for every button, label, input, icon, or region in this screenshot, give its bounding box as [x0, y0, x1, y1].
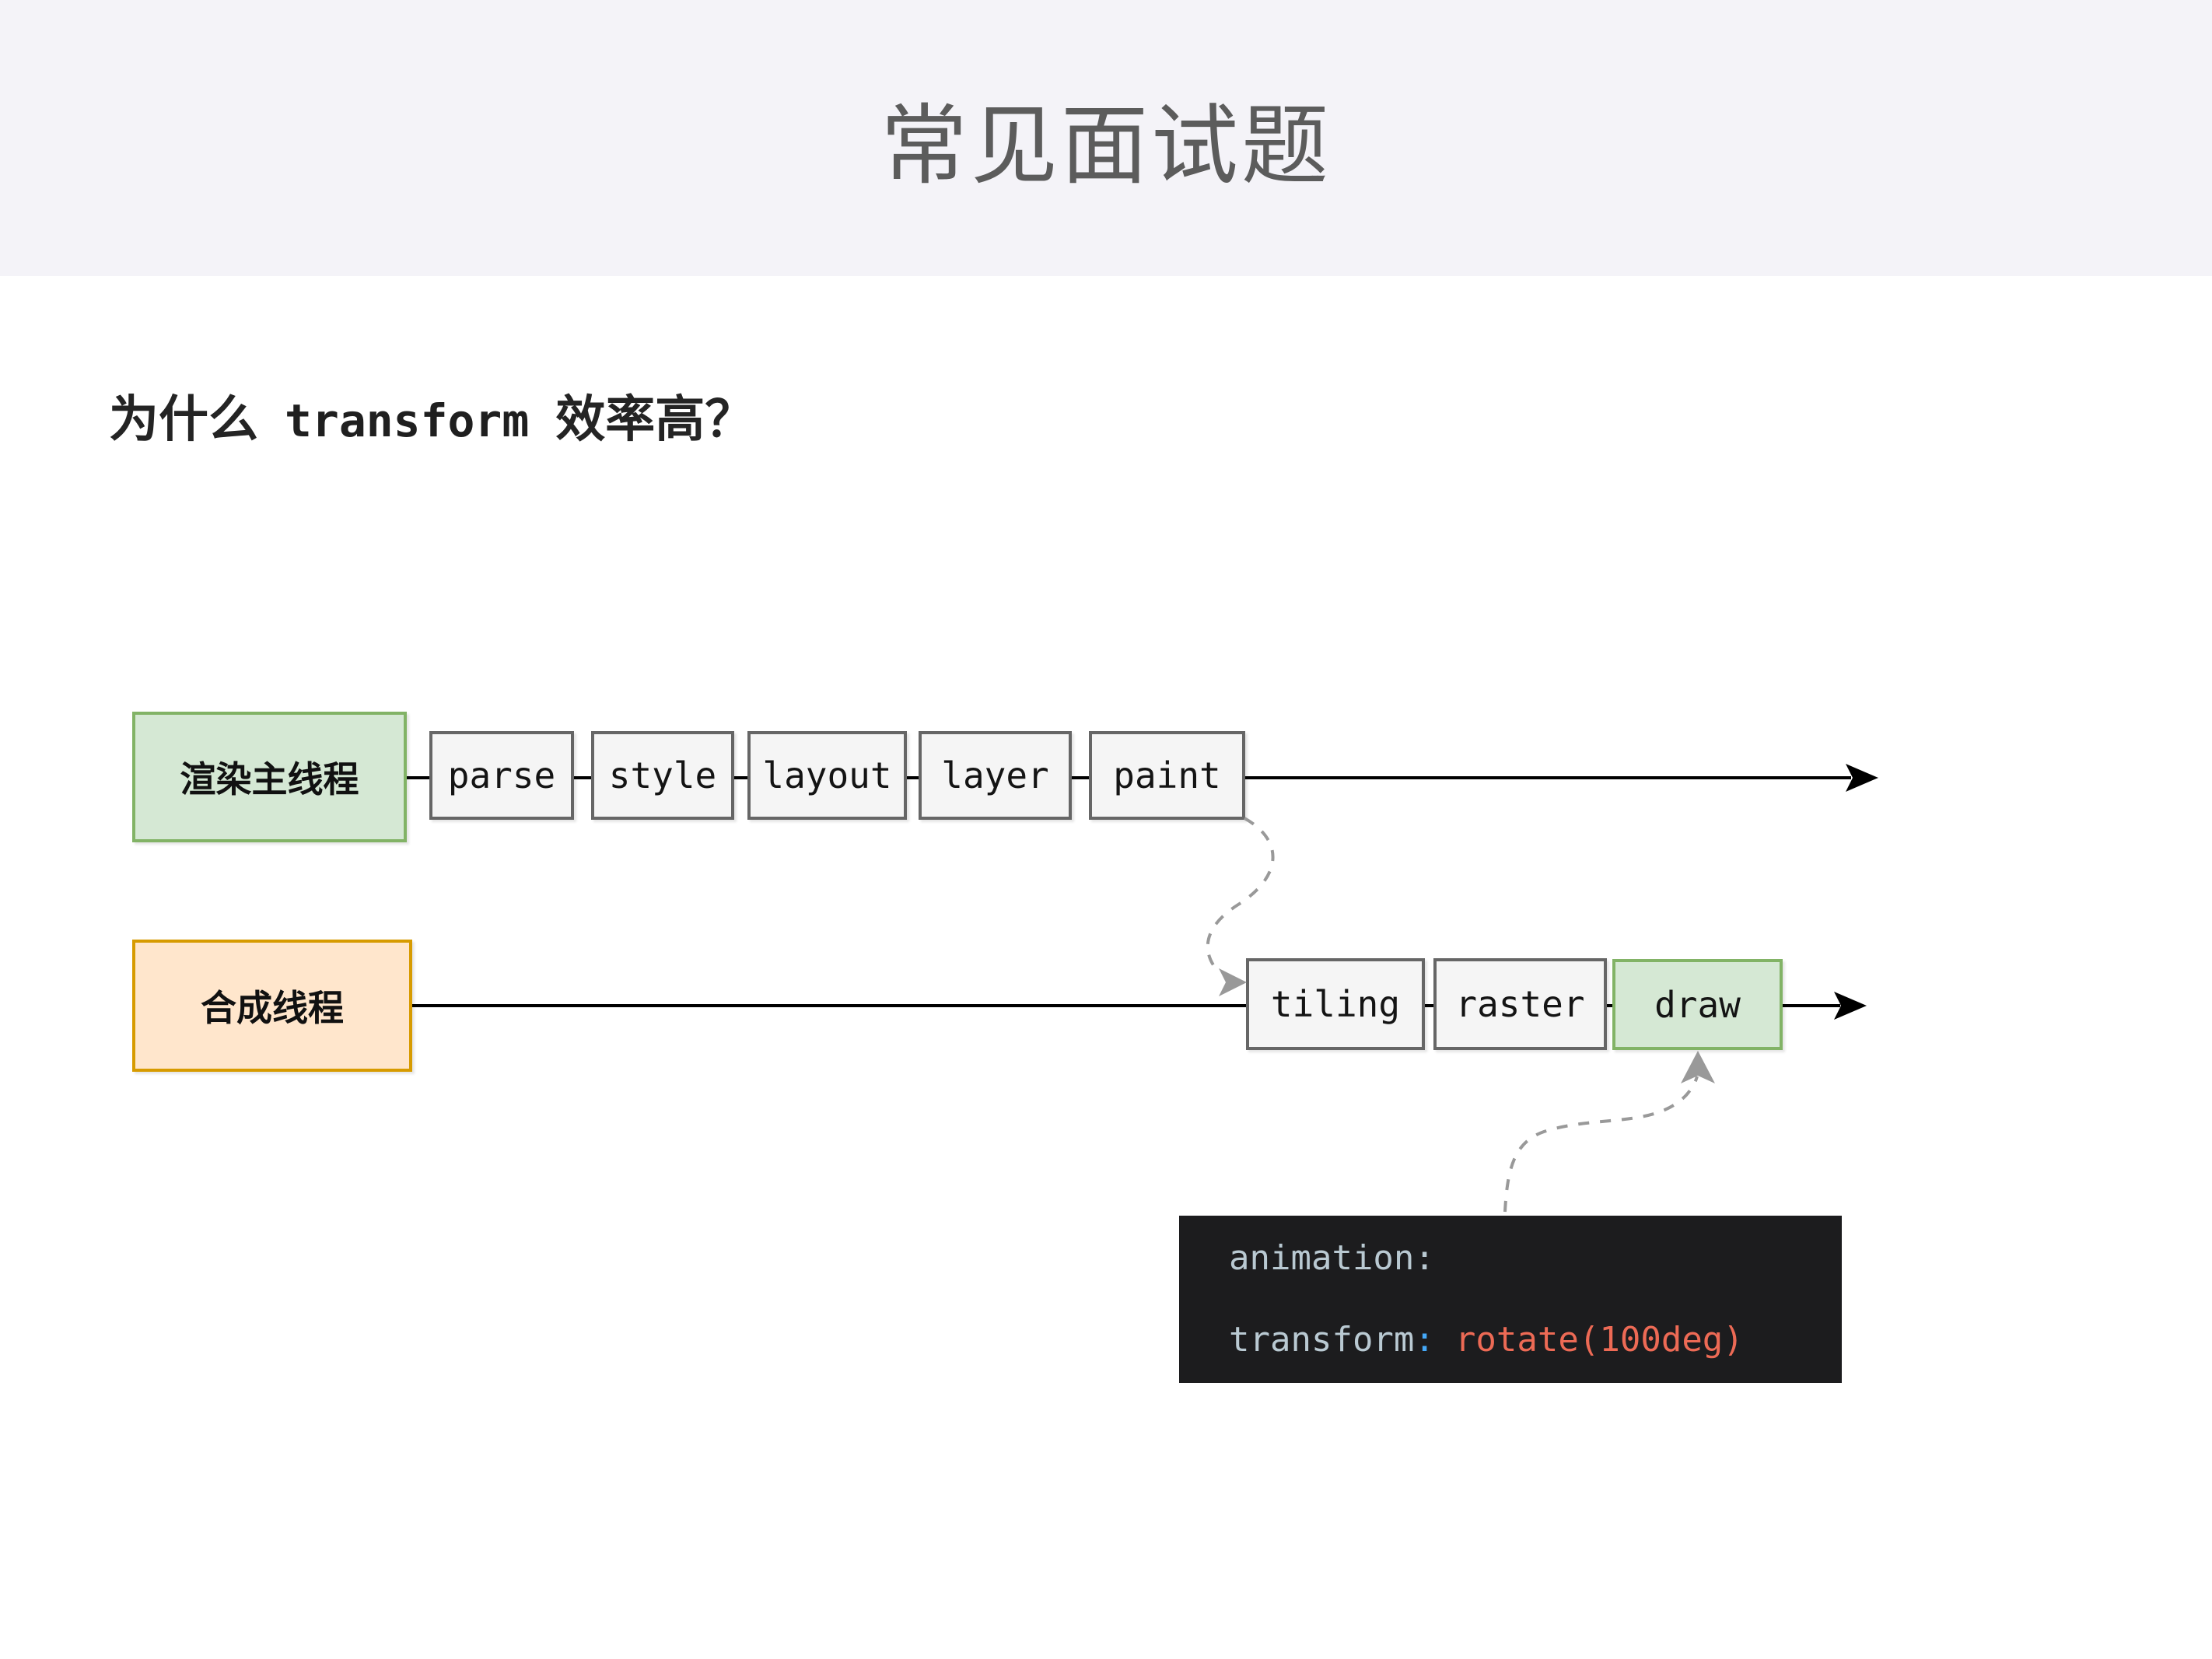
main-thread-box: 渲染主线程 [132, 712, 407, 842]
question-prefix: 为什么 [109, 390, 258, 449]
step-label: raster [1455, 983, 1585, 1025]
step-box-paint: paint [1089, 731, 1245, 820]
step-box-raster: raster [1433, 958, 1607, 1050]
question-line: 为什么 transform 效率高？ [109, 380, 754, 451]
main-thread-arrowhead-icon [1846, 764, 1878, 792]
code-property-transform: transform [1229, 1320, 1415, 1360]
header-band: 常见面试题 [0, 0, 2212, 276]
code-colon-accent: : [1414, 1320, 1435, 1360]
code-value-rotate: rotate(100deg) [1454, 1320, 1744, 1360]
step-box-layer: layer [919, 731, 1072, 820]
compositor-thread-label: 合成线程 [201, 988, 344, 1028]
step-box-draw-highlighted: draw [1612, 959, 1783, 1050]
step-label: style [608, 754, 717, 796]
compositor-thread-arrowhead-icon [1834, 992, 1867, 1020]
code-property-animation: animation [1229, 1238, 1415, 1278]
paint-to-tiling-arrowhead-icon [1219, 968, 1247, 996]
step-label: draw [1654, 983, 1741, 1026]
step-label: tiling [1270, 983, 1401, 1025]
code-to-draw-arrowhead-icon [1681, 1051, 1715, 1083]
main-thread-label: 渲染主线程 [180, 759, 359, 800]
code-line-animation: animation: [1229, 1237, 1842, 1280]
step-label: layer [941, 754, 1049, 796]
paint-to-tiling-dashed-arrow [1206, 817, 1275, 975]
code-line-transform: transform: rotate(100deg) [1229, 1318, 1842, 1362]
step-label: layout [762, 754, 892, 796]
code-colon: : [1414, 1238, 1435, 1278]
step-box-layout: layout [747, 731, 907, 820]
code-block: animation: transform: rotate(100deg) [1179, 1216, 1842, 1383]
step-label: parse [447, 754, 556, 796]
page-title: 常见面试题 [880, 95, 1332, 197]
question-suffix: 效率高？ [555, 390, 755, 449]
code-to-draw-dashed-arrow [1503, 1076, 1699, 1213]
question-keyword-code: transform [285, 394, 530, 447]
step-box-style: style [591, 731, 734, 820]
step-label: paint [1113, 754, 1221, 796]
step-box-tiling: tiling [1246, 958, 1425, 1050]
step-box-parse: parse [429, 731, 574, 820]
compositor-thread-box: 合成线程 [132, 940, 412, 1072]
